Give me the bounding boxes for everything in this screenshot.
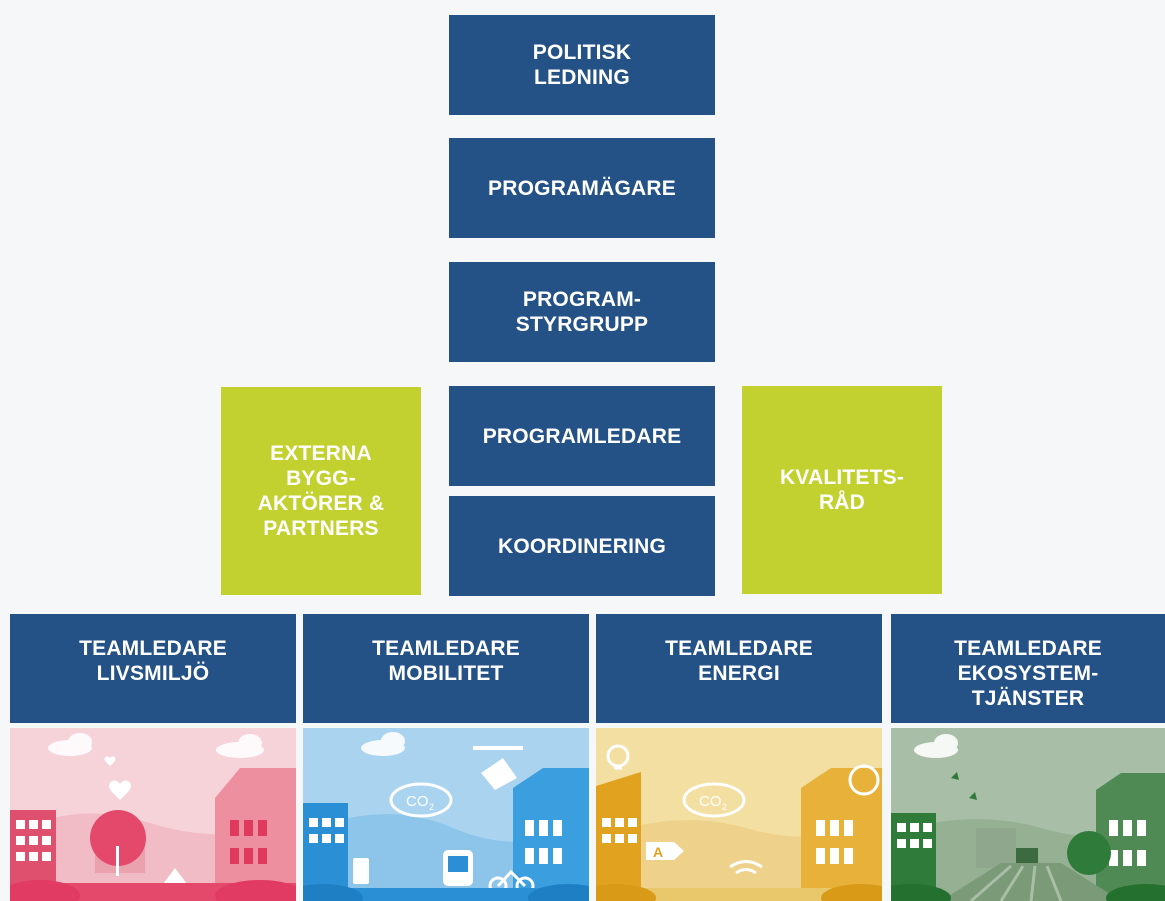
co2-subscript: 2 (722, 802, 727, 812)
bus-icon (443, 850, 473, 886)
programledare-label: PROGRAMLEDARE (482, 424, 682, 448)
energi-illustration: CO 2 A (596, 728, 882, 901)
teamledare-ekosystem-label: TEAMLEDARE EKOSYSTEM- TJÄNSTER (954, 637, 1102, 710)
co2-cloud-icon: CO 2 (389, 782, 453, 818)
co2-label: CO (406, 793, 429, 810)
energy-rating-label: A (653, 844, 663, 860)
co2-label: CO (699, 793, 722, 810)
externa-byggaktorer-label: EXTERNA BYGG- AKTÖRER & PARTNERS (257, 442, 385, 540)
charger-icon (353, 858, 369, 884)
co2-cloud-icon: CO 2 (682, 782, 746, 818)
teamledare-livsmiljo-label: TEAMLEDARE LIVSMILJÖ (79, 637, 227, 685)
teamledare-energi-box: TEAMLEDARE ENERGI (596, 614, 882, 723)
teamledare-mobilitet-label: TEAMLEDARE MOBILITET (372, 637, 520, 685)
ekosystem-illustration (891, 728, 1165, 901)
teamledare-mobilitet-box: TEAMLEDARE MOBILITET (303, 614, 589, 723)
leaf-plug-icon (848, 764, 880, 796)
livsmiljo-illustration (10, 728, 296, 901)
programstyrgrupp-label: PROGRAM- STYRGRUPP (515, 288, 649, 336)
energy-rating-icon: A (646, 842, 684, 860)
programledare-box: PROGRAMLEDARE (449, 386, 715, 486)
externa-byggaktorer-box: EXTERNA BYGG- AKTÖRER & PARTNERS (221, 387, 421, 595)
lightbulb-icon (606, 744, 630, 770)
butterfly-icon (951, 772, 977, 800)
co2-subscript: 2 (429, 802, 434, 812)
programstyrgrupp-box: PROGRAM- STYRGRUPP (449, 262, 715, 362)
teamledare-livsmiljo-box: TEAMLEDARE LIVSMILJÖ (10, 614, 296, 723)
wifi-icon (729, 860, 763, 875)
politisk-ledning-box: POLITISK LEDNING (449, 15, 715, 115)
mobilitet-illustration: CO 2 (303, 728, 589, 901)
kvalitetsrad-label: KVALITETS- RÅD (779, 466, 905, 514)
koordinering-label: KOORDINERING (497, 534, 667, 558)
kvalitetsrad-box: KVALITETS- RÅD (742, 386, 942, 594)
programagare-label: PROGRAMÄGARE (488, 176, 676, 200)
teamledare-ekosystem-box: TEAMLEDARE EKOSYSTEM- TJÄNSTER (891, 614, 1165, 723)
drone-icon (473, 746, 523, 790)
programagare-box: PROGRAMÄGARE (449, 138, 715, 238)
politisk-ledning-label: POLITISK LEDNING (532, 41, 632, 89)
teamledare-energi-label: TEAMLEDARE ENERGI (665, 637, 813, 685)
koordinering-box: KOORDINERING (449, 496, 715, 596)
